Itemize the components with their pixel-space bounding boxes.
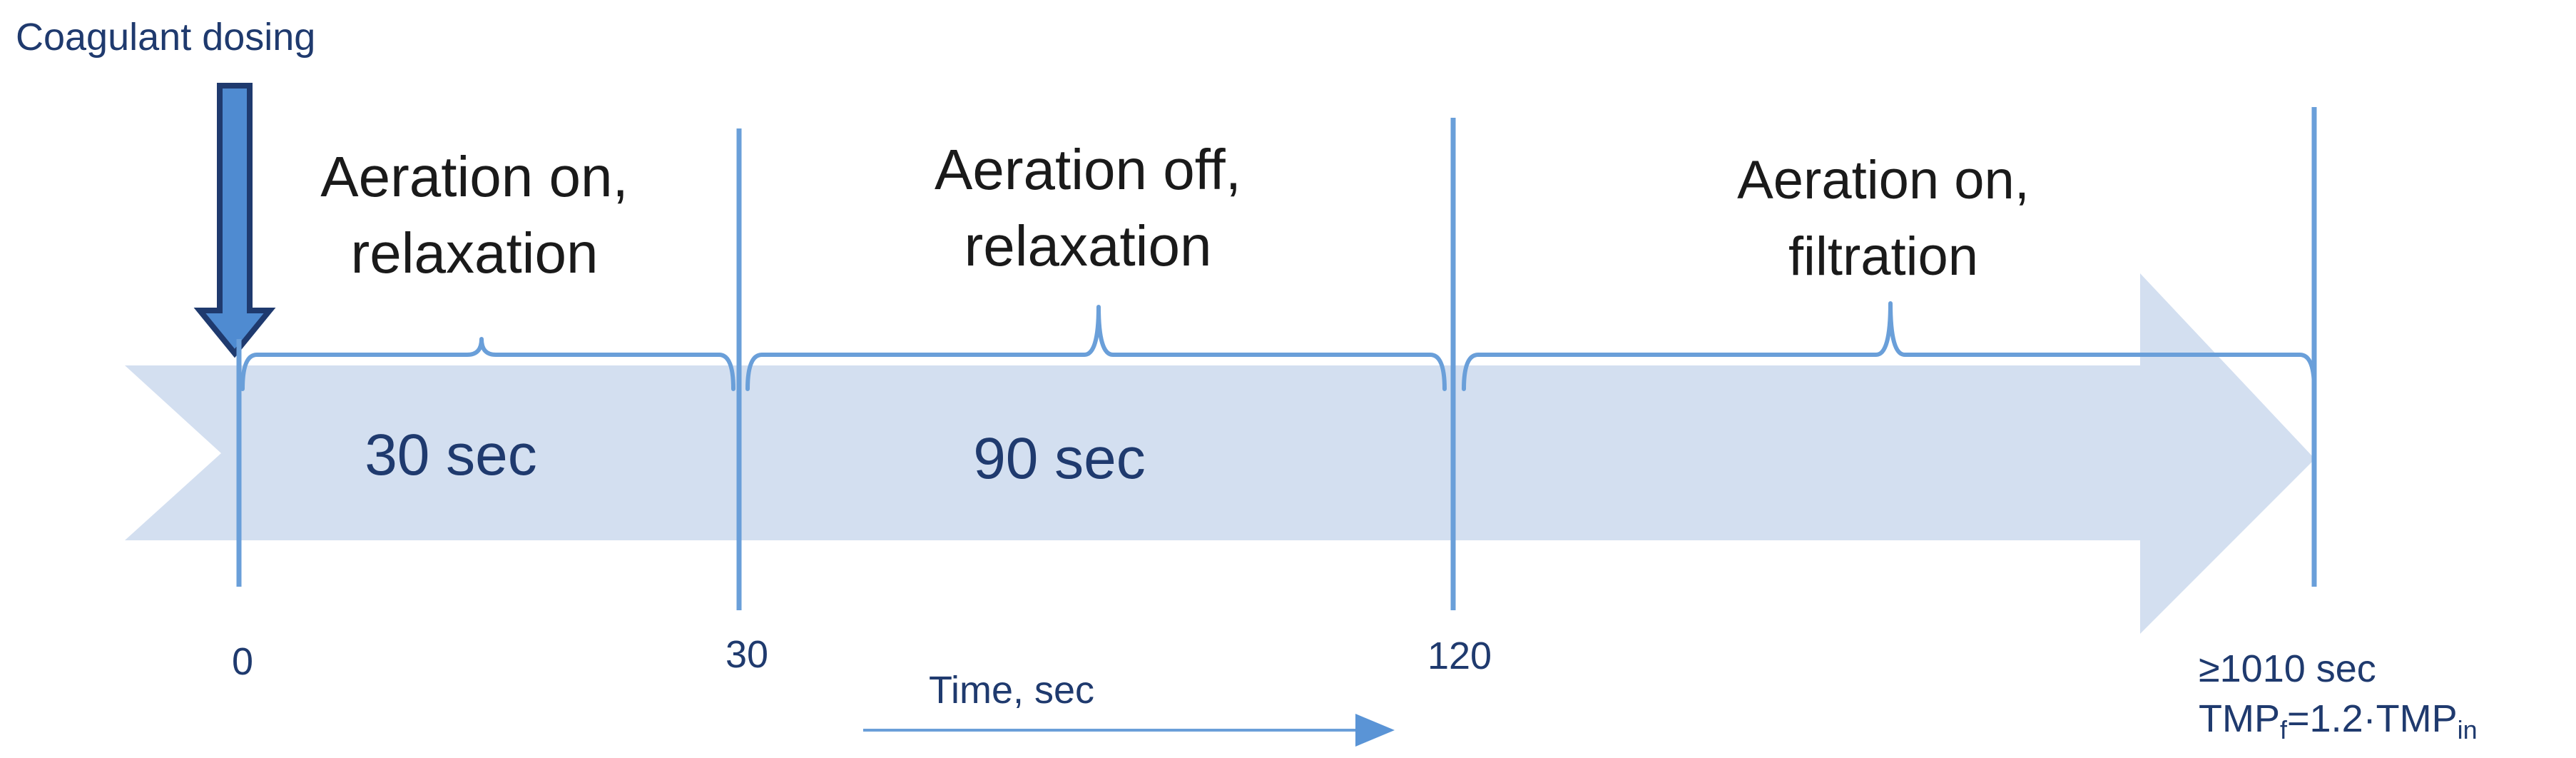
- phase-1-duration: 30 sec: [365, 423, 537, 487]
- phase-2-title-line2: relaxation: [964, 214, 1212, 278]
- coagulant-dosing-label: Coagulant dosing: [16, 16, 315, 59]
- phase-2-duration: 90 sec: [973, 426, 1146, 491]
- brace-phase-1: [240, 337, 735, 391]
- phase-3-title-line2: filtration: [1788, 226, 1978, 287]
- tick-label-120: 120: [1427, 635, 1492, 677]
- time-axis-label: Time, sec: [929, 669, 1094, 712]
- phase-titles: Aeration on, relaxation Aeration off, re…: [320, 138, 2030, 287]
- coagulant-dosing-arrow-icon: [193, 83, 276, 358]
- tick-labels: 0 30 120: [232, 633, 1492, 683]
- phase-3-title-line1: Aeration on,: [1737, 150, 2030, 211]
- tmp-subscript-f: f: [2280, 715, 2288, 744]
- phase-2-title-line1: Aeration off,: [935, 138, 1241, 201]
- end-marker-label: ≥1010 sec TMPf=1.2·TMPin: [2199, 647, 2478, 744]
- phase-braces: [240, 301, 2316, 391]
- phase-durations: 30 sec 90 sec: [365, 423, 1146, 491]
- brace-phase-3: [1462, 301, 2316, 391]
- phase-1-title-line2: relaxation: [351, 221, 599, 285]
- timeline-band-arrow: [125, 273, 2315, 634]
- end-marker-tmp-condition: TMPf=1.2·TMPin: [2199, 697, 2478, 744]
- brace-phase-2: [745, 305, 1447, 391]
- time-axis-arrow-icon: [863, 714, 1395, 747]
- tmp-subscript-in: in: [2458, 715, 2478, 744]
- phase-boundary-lines: [236, 107, 2317, 610]
- tick-label-0: 0: [232, 640, 253, 683]
- end-marker-duration: ≥1010 sec: [2199, 647, 2376, 690]
- phase-1-title-line1: Aeration on,: [320, 145, 628, 208]
- tick-label-30: 30: [726, 633, 768, 676]
